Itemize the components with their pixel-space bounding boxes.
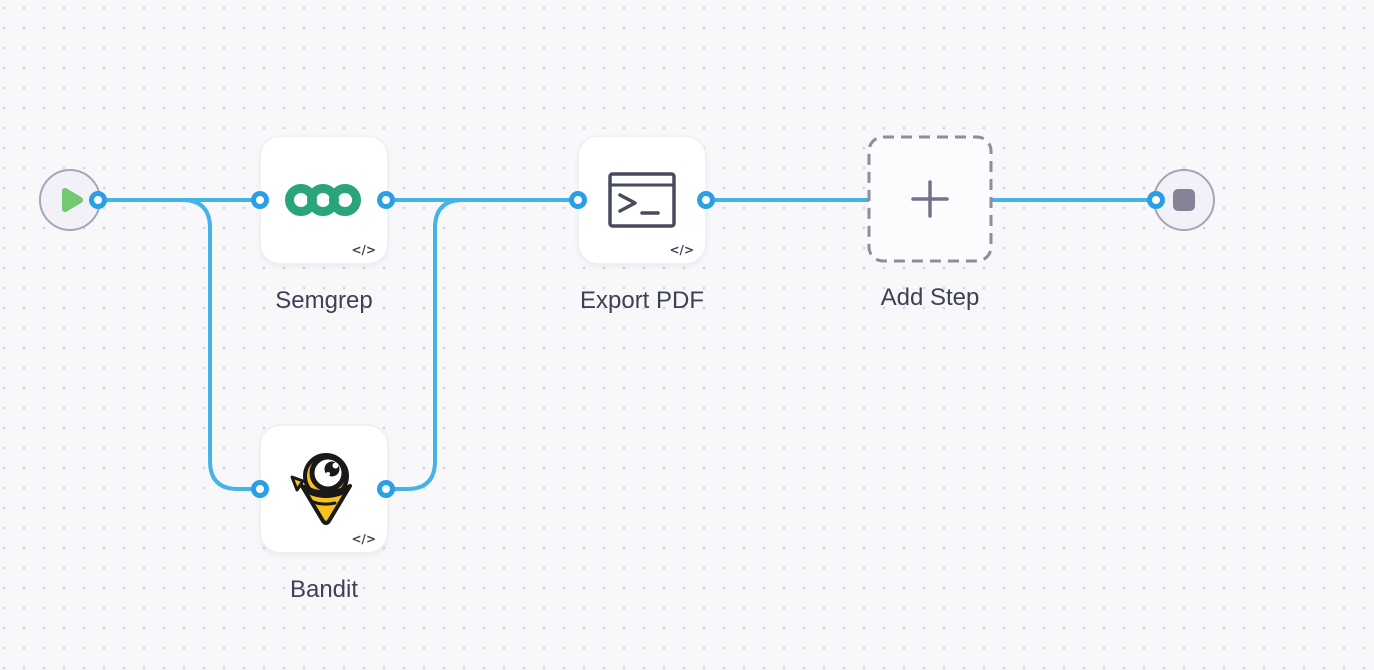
node-label-export-pdf: Export PDF xyxy=(579,287,705,314)
port-export-pdf-input[interactable] xyxy=(569,191,587,209)
port-semgrep-input[interactable] xyxy=(251,191,269,209)
port-start-output[interactable] xyxy=(89,191,107,209)
port-semgrep-output[interactable] xyxy=(377,191,395,209)
edge-bandit-to-export-pdf[interactable] xyxy=(384,198,580,491)
port-bandit-output[interactable] xyxy=(377,480,395,498)
node-semgrep[interactable]: </> xyxy=(260,136,388,264)
node-bandit[interactable]: </> xyxy=(260,425,388,553)
node-label-bandit: Bandit xyxy=(289,576,359,603)
semgrep-logo xyxy=(285,184,361,216)
code-badge-icon: </> xyxy=(351,532,377,546)
node-export-pdf[interactable]: </> xyxy=(578,136,706,264)
code-badge-icon: </> xyxy=(669,243,695,257)
stop-icon xyxy=(1173,189,1195,211)
terminal-icon xyxy=(608,172,676,228)
node-add-step[interactable] xyxy=(867,135,993,263)
port-bandit-input[interactable] xyxy=(251,480,269,498)
bandit-logo xyxy=(290,453,352,525)
port-export-pdf-output[interactable] xyxy=(697,191,715,209)
port-end-input[interactable] xyxy=(1147,191,1165,209)
edge-start-to-bandit[interactable] xyxy=(96,198,262,491)
plus-icon xyxy=(911,180,949,218)
node-label-semgrep: Semgrep xyxy=(275,287,373,314)
code-badge-icon: </> xyxy=(351,243,377,257)
node-label-add-step: Add Step xyxy=(880,284,980,311)
play-icon xyxy=(61,188,83,212)
